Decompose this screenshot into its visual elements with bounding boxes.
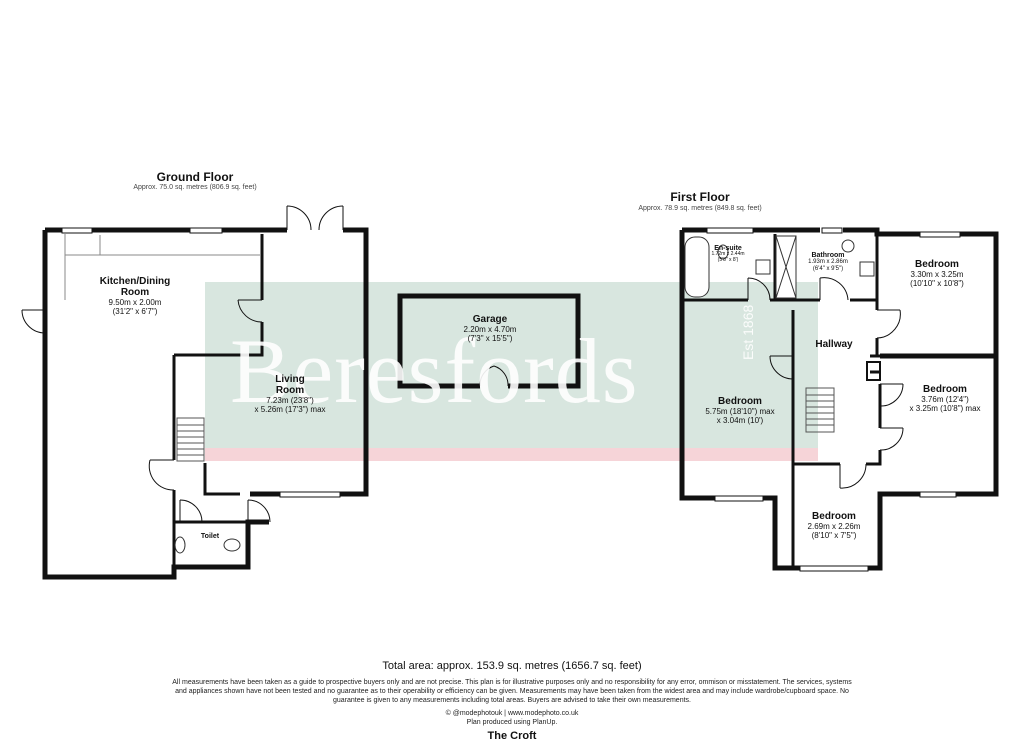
bathroom-dim-metric: 1.93m x 2.86m <box>808 259 848 265</box>
living-dim-2: x 5.26m (17'3") max <box>254 405 326 415</box>
ground-stairs <box>176 417 205 462</box>
kitchen-name-1: Kitchen/Dining <box>99 276 171 287</box>
ensuite-fixtures <box>684 236 771 298</box>
property-name: The Croft <box>487 730 537 742</box>
living-label: Living Room 7.23m (23'8") x 5.26m (17'3"… <box>225 374 355 414</box>
watermark-band-pink <box>205 448 818 461</box>
bedroom-ne-name: Bedroom <box>915 259 959 270</box>
kitchen-dim-imperial: (31'2" x 6'7") <box>112 307 158 317</box>
kitchen-name-2: Room <box>120 287 150 298</box>
bedroom-e-label: Bedroom 3.76m (12'4") x 3.25m (10'8") ma… <box>890 384 1000 413</box>
ground-floor-area: Approx. 75.0 sq. metres (806.9 sq. feet) <box>133 184 257 191</box>
garage-dim-imperial: (7'3" x 15'5") <box>467 334 513 344</box>
bedroom-s-dim-metric: 2.69m x 2.26m <box>807 522 861 531</box>
first-floor-stairs <box>805 387 835 433</box>
garage-dim-metric: 2.20m x 4.70m <box>463 325 517 334</box>
landing-cupboard <box>866 361 881 381</box>
bedroom-ne-label: Bedroom 3.30m x 3.25m (10'10" x 10'8") <box>885 259 989 288</box>
garage-label: Garage 2.20m x 4.70m (7'3" x 15'5") <box>430 314 550 343</box>
bathroom-fixtures <box>775 235 875 299</box>
credit-line-1: © @modephotouk | www.modephoto.co.uk <box>445 710 579 717</box>
garage-name: Garage <box>472 314 508 325</box>
bedroom-main-dim-1: 5.75m (18'10") max <box>705 407 775 416</box>
living-door <box>237 299 263 323</box>
toilet-fixtures <box>174 536 241 554</box>
credit-line-2: Plan produced using PlanUp. <box>466 719 558 727</box>
ground-floor-title: Ground Floor <box>156 170 234 184</box>
first-floor-plan <box>679 227 999 571</box>
hall-door <box>148 459 175 491</box>
bedroom-s-dim-imperial: (8'10" x 7'5") <box>811 531 857 541</box>
disclaimer-line-3: guarantee is given to any measurements i… <box>333 697 691 705</box>
kitchen-side-door <box>21 309 46 334</box>
ensuite-name: En-suite <box>714 245 742 252</box>
ensuite-dim-metric: 1.72m x 2.44m <box>711 251 745 257</box>
bedroom-ne-dim-imperial: (10'10" x 10'8") <box>910 279 964 289</box>
ensuite-label: En-suite 1.72m x 2.44m (5'8" x 8') <box>703 245 753 263</box>
toilet-door <box>179 499 271 523</box>
bathroom-dim-imperial: (6'4" x 9'5") <box>812 265 844 272</box>
total-area: Total area: approx. 153.9 sq. metres (16… <box>382 660 642 672</box>
first-floor-doors <box>747 277 904 489</box>
bedroom-e-dim-1: 3.76m (12'4") <box>921 395 969 404</box>
living-name-2: Room <box>275 385 305 396</box>
bathroom-name: Bathroom <box>811 252 845 259</box>
kitchen-label: Kitchen/Dining Room 9.50m x 2.00m (31'2"… <box>80 276 190 316</box>
disclaimer-line-1: All measurements have been taken as a gu… <box>172 679 852 686</box>
bedroom-s-label: Bedroom 2.69m x 2.26m (8'10" x 7'5") <box>790 511 878 540</box>
disclaimer: All measurements have been taken as a gu… <box>170 678 854 705</box>
ground-floor-windows <box>61 227 341 498</box>
bedroom-e-name: Bedroom <box>923 384 967 395</box>
watermark-band <box>205 282 818 448</box>
bathroom-label: Bathroom 1.93m x 2.86m (6'4" x 9'5") <box>796 252 860 272</box>
hallway-label: Hallway <box>815 339 853 350</box>
french-doors <box>286 205 344 231</box>
garage-door <box>479 365 509 387</box>
ensuite-dim-imperial: (5'8" x 8') <box>717 256 739 263</box>
bedroom-main-dim-2: x 3.04m (10') <box>716 416 764 426</box>
watermark-text: Beresfords <box>230 320 639 422</box>
bedroom-e-dim-2: x 3.25m (10'8") max <box>909 404 981 414</box>
disclaimer-line-2: and appliances shown have not been teste… <box>175 688 849 696</box>
bedroom-main-name: Bedroom <box>718 396 762 407</box>
living-dim-1: 7.23m (23'8") <box>266 396 314 405</box>
watermark-est: Est 1868 <box>740 304 756 360</box>
credits: © @modephotouk | www.modephoto.co.uk Pla… <box>362 709 662 727</box>
kitchen-dim-metric: 9.50m x 2.00m <box>108 298 162 307</box>
kitchen-counter <box>64 233 260 300</box>
first-floor-area: Approx. 78.9 sq. metres (849.8 sq. feet) <box>638 205 762 212</box>
first-floor-title: First Floor <box>670 190 730 204</box>
bedroom-s-name: Bedroom <box>812 511 856 522</box>
bedroom-ne-dim-metric: 3.30m x 3.25m <box>910 270 964 279</box>
living-name-1: Living <box>275 374 305 385</box>
bedroom-main-label: Bedroom 5.75m (18'10") max x 3.04m (10') <box>690 396 790 425</box>
first-floor-windows <box>706 227 961 572</box>
toilet-label: Toilet <box>200 533 220 540</box>
garage-walls <box>397 293 581 389</box>
